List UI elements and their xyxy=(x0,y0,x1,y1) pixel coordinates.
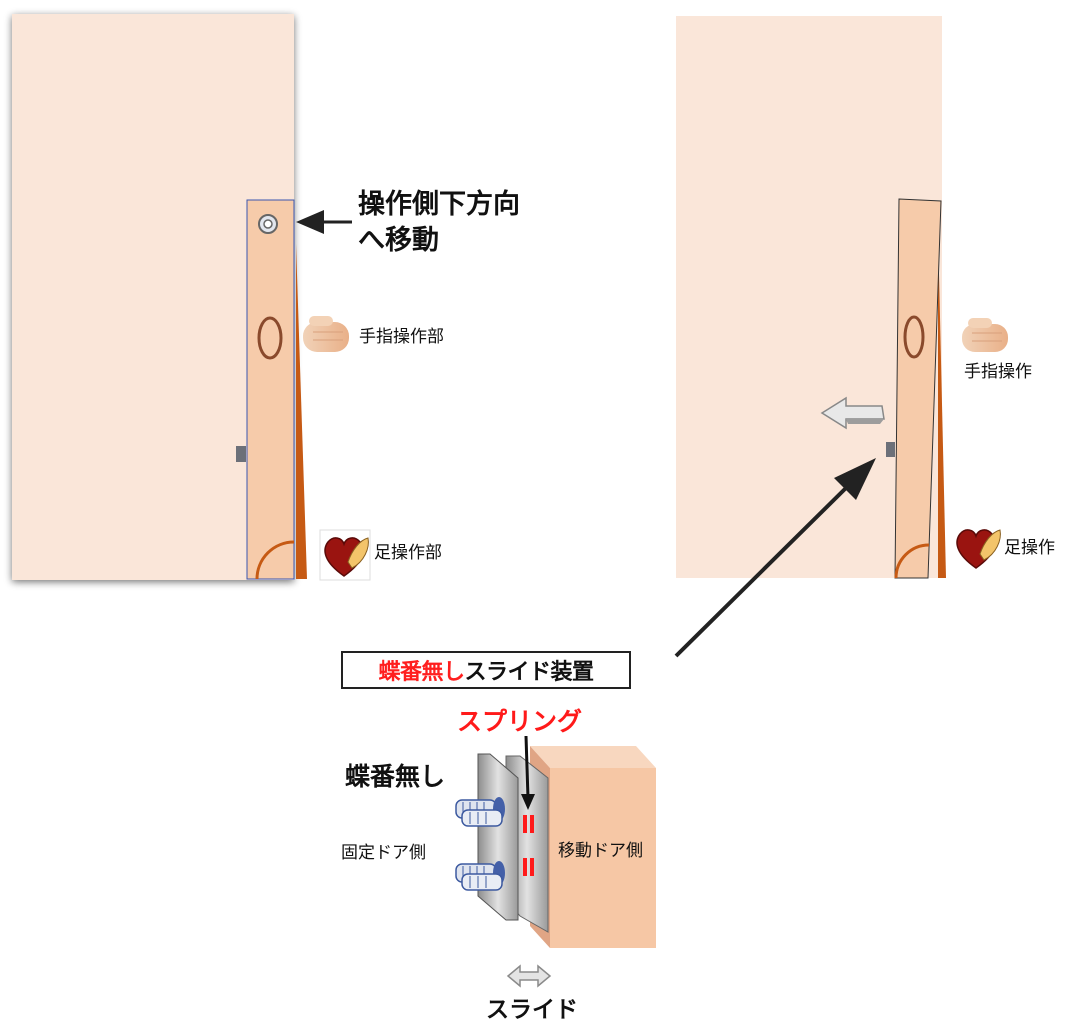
foot-operation-label-right: 足操作 xyxy=(1004,538,1055,558)
no-hinge-label: 蝶番無し xyxy=(345,762,446,791)
heart-foot-icon xyxy=(956,529,1001,569)
foot-operation-label-left: 足操作部 xyxy=(374,543,442,563)
left-door xyxy=(12,14,307,580)
screw-icon xyxy=(258,214,278,234)
swing-arc-left xyxy=(255,540,295,580)
device-title: 蝶番無しスライド装置 xyxy=(341,651,631,689)
finger-hole-left xyxy=(257,316,283,360)
spring-arrow-icon xyxy=(521,735,535,810)
moving-block-top xyxy=(530,746,656,768)
hand-icon xyxy=(303,316,349,352)
slide-direction-arrow-icon xyxy=(820,396,885,430)
hand-icon xyxy=(962,318,1008,352)
left-slide-panel xyxy=(246,199,295,580)
spring-label: スプリング xyxy=(457,707,583,736)
swing-arc-right xyxy=(894,543,930,579)
latch-right xyxy=(886,442,895,457)
arrow-icon xyxy=(296,210,352,234)
finger-hole-right xyxy=(903,315,925,359)
right-door-orange-edge xyxy=(938,230,946,578)
double-arrow-icon xyxy=(506,964,552,988)
fixed-plate xyxy=(477,753,519,921)
device-title-black: スライド装置 xyxy=(464,660,595,685)
bolt-icon xyxy=(455,861,505,891)
slide-label: スライド xyxy=(486,997,578,1023)
right-door xyxy=(676,16,946,579)
left-door-orange-edge xyxy=(296,244,307,579)
fixed-door-side-label: 固定ドア側 xyxy=(341,843,426,863)
move-down-label-line2: へ移動 xyxy=(358,225,439,256)
device-title-red: 蝶番無し xyxy=(378,660,465,685)
finger-operation-label-left: 手指操作部 xyxy=(359,327,444,347)
heart-foot-icon xyxy=(319,529,371,581)
pointer-arrow-icon xyxy=(674,458,876,658)
moving-block-front xyxy=(550,768,656,948)
bolt-icon xyxy=(455,797,505,827)
moving-door-side-label: 移動ドア側 xyxy=(558,841,643,861)
slide-device-illustration xyxy=(455,735,656,988)
right-slide-panel xyxy=(894,198,942,579)
finger-operation-label-right: 手指操作 xyxy=(964,362,1032,382)
spring-icon xyxy=(523,815,534,876)
move-down-label-line1: 操作側下方向 xyxy=(358,189,520,220)
latch-left xyxy=(236,446,246,462)
